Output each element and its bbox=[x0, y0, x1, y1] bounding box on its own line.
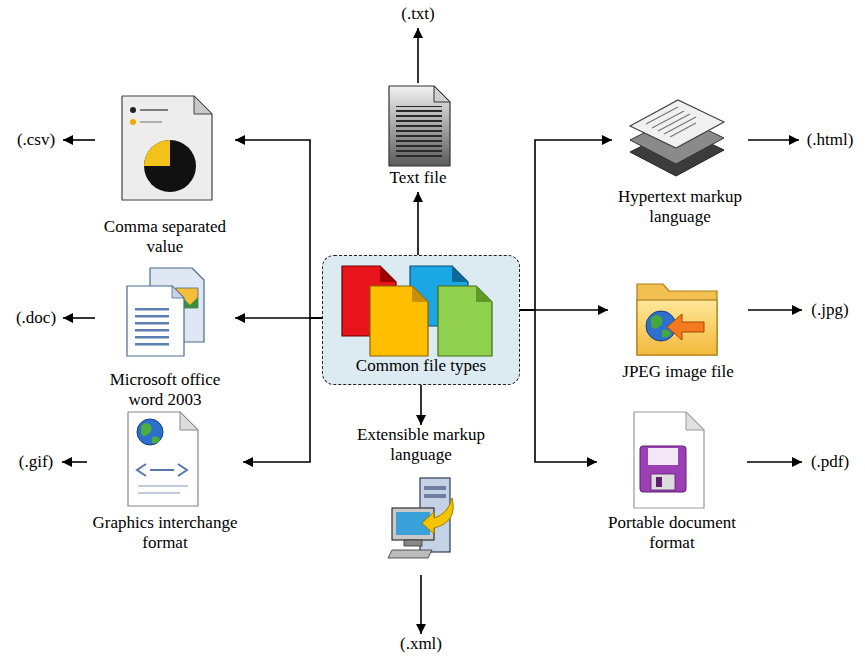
node-label: Portable document format bbox=[597, 513, 747, 553]
file-type-node: Graphics interchange format bbox=[87, 408, 243, 557]
connector-arrow bbox=[235, 317, 322, 319]
connector-arrow bbox=[420, 575, 422, 634]
connector-arrow bbox=[417, 28, 419, 83]
extension-text: (.doc) bbox=[9, 308, 63, 328]
connector-arrow bbox=[417, 192, 419, 255]
extension-label: (.xml) bbox=[391, 634, 451, 654]
extension-label: (.pdf) bbox=[802, 452, 858, 472]
connector-arrow bbox=[420, 385, 422, 425]
extension-label: (.jpg) bbox=[802, 300, 858, 320]
node-label: Hypertext markup language bbox=[612, 187, 748, 227]
extension-text: (.gif) bbox=[10, 452, 62, 472]
doc-icon bbox=[127, 268, 204, 356]
node-label: Microsoft office word 2003 bbox=[95, 370, 235, 410]
connector-arrow bbox=[243, 318, 322, 462]
extension-label: (.gif) bbox=[10, 452, 62, 472]
connector-arrow bbox=[520, 310, 597, 462]
hub-box: Common file types bbox=[322, 255, 520, 385]
extension-text: (.jpg) bbox=[802, 300, 858, 320]
file-type-node: Comma separated value bbox=[95, 92, 235, 261]
hub-illustration bbox=[322, 255, 520, 385]
node-label: Comma separated value bbox=[95, 217, 235, 257]
text-file-icon bbox=[389, 86, 450, 166]
connector-arrow bbox=[748, 139, 799, 141]
connector-arrow bbox=[63, 139, 95, 141]
connector-arrow bbox=[63, 317, 95, 319]
html-icon bbox=[630, 100, 724, 176]
connector-arrow bbox=[62, 461, 87, 463]
extension-text: (.html) bbox=[799, 130, 861, 150]
node-label: Common file types bbox=[323, 356, 519, 376]
extension-text: (.csv) bbox=[9, 130, 63, 150]
connector-arrow bbox=[235, 140, 322, 318]
node-label: Extensible markup language bbox=[346, 425, 496, 465]
file-type-node: Hypertext markup language bbox=[612, 95, 748, 231]
extension-text: (.xml) bbox=[391, 634, 451, 654]
node-label: JPEG image file bbox=[608, 362, 748, 382]
extension-text: (.pdf) bbox=[802, 452, 858, 472]
node-label: Text file bbox=[358, 168, 478, 188]
file-type-node: Portable document format bbox=[597, 408, 747, 557]
pdf-icon bbox=[634, 412, 704, 508]
node-label: Graphics interchange format bbox=[87, 513, 243, 553]
connector-arrow bbox=[748, 309, 802, 311]
xml-icon bbox=[388, 478, 453, 558]
file-type-node: JPEG image file bbox=[608, 278, 748, 386]
connector-arrow bbox=[747, 461, 802, 463]
extension-label: (.doc) bbox=[9, 308, 63, 328]
file-type-node: Text file bbox=[358, 83, 478, 192]
connector-arrow bbox=[520, 140, 612, 310]
file-type-node: Microsoft office word 2003 bbox=[95, 268, 235, 414]
file-type-node: Extensible markup language bbox=[346, 425, 496, 575]
extension-label: (.csv) bbox=[9, 130, 63, 150]
csv-icon bbox=[122, 96, 212, 200]
extension-text: (.txt) bbox=[387, 4, 449, 24]
extension-label: (.html) bbox=[799, 130, 861, 150]
gif-icon bbox=[128, 412, 198, 506]
jpg-icon bbox=[637, 284, 717, 355]
extension-label: (.txt) bbox=[387, 4, 449, 28]
